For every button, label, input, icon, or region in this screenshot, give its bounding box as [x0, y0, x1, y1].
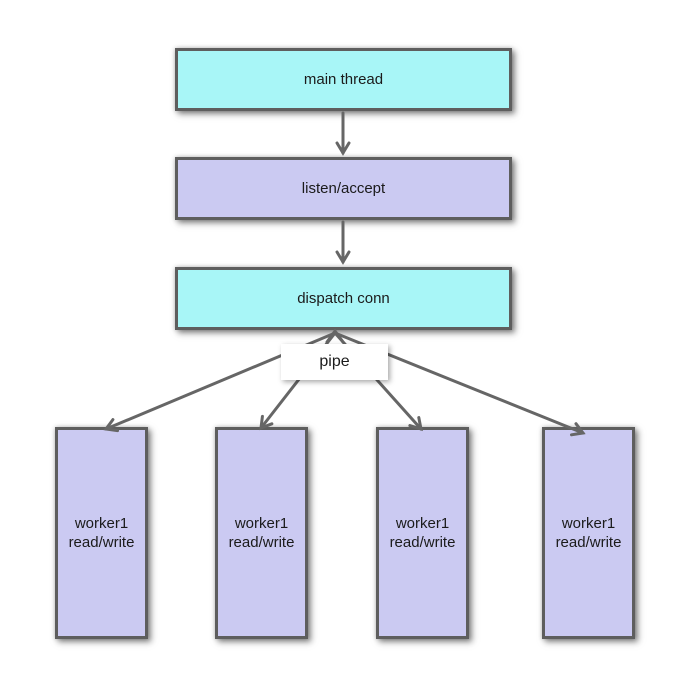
node-pipe: pipe: [281, 344, 388, 380]
node-main-thread-label: main thread: [303, 71, 384, 88]
node-worker-3-label: worker1 read/write: [389, 514, 456, 552]
node-worker-2: worker1 read/write: [215, 427, 308, 639]
node-worker-4: worker1 read/write: [542, 427, 635, 639]
node-worker-4-label: worker1 read/write: [555, 514, 622, 552]
node-main-thread: main thread: [175, 48, 512, 111]
node-worker-1-label: worker1 read/write: [68, 514, 135, 552]
node-pipe-label: pipe: [319, 353, 350, 370]
arrowhead-pipe-to-dispatch: [325, 328, 345, 344]
node-worker-1: worker1 read/write: [55, 427, 148, 639]
node-worker-3: worker1 read/write: [376, 427, 469, 639]
node-dispatch-conn: dispatch conn: [175, 267, 512, 330]
node-listen-accept: listen/accept: [175, 157, 512, 220]
node-dispatch-conn-label: dispatch conn: [297, 290, 390, 307]
node-worker-2-label: worker1 read/write: [228, 514, 295, 552]
node-listen-accept-label: listen/accept: [301, 180, 386, 197]
